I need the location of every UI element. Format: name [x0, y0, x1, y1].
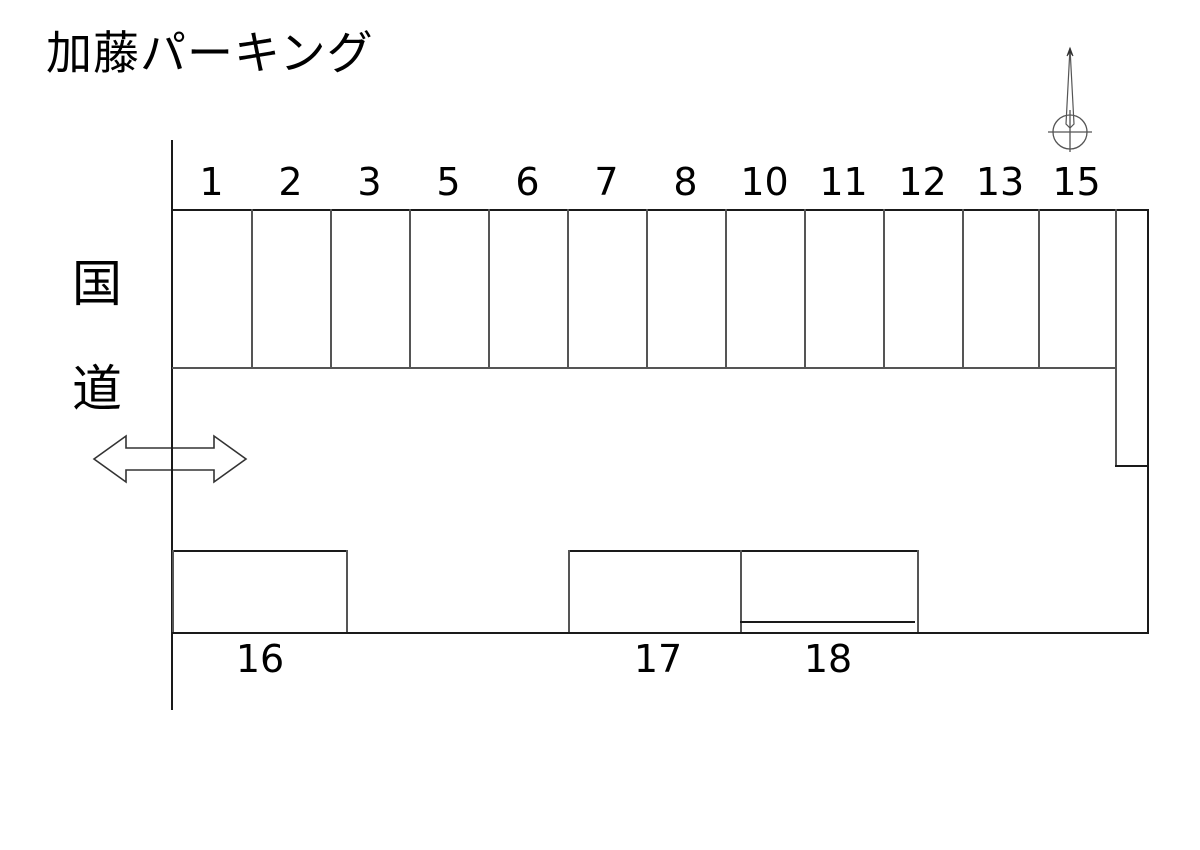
top-stall-divider [725, 209, 727, 369]
stall-number-2: 2 [278, 160, 303, 204]
bottom-stall-right-edge [917, 550, 919, 632]
bottom-stall-left-edge [740, 550, 742, 632]
stall-number-7: 7 [594, 160, 619, 204]
top-stall-divider [646, 209, 648, 369]
stall-number-8: 8 [673, 160, 698, 204]
stall-number-10: 10 [740, 160, 789, 204]
road-label: 国 道 [62, 232, 132, 442]
bottom-stall-top-edge [740, 550, 917, 552]
top-stall-divider [883, 209, 885, 369]
stall-number-17: 17 [633, 637, 683, 681]
bottom-stall-top-edge [172, 550, 346, 552]
bottom-stall-right-edge [346, 550, 348, 632]
road-label-char-1: 国 [72, 255, 122, 313]
stall-number-11: 11 [819, 160, 868, 204]
stall-number-13: 13 [975, 160, 1025, 204]
top-stall-divider [330, 209, 332, 369]
stall-number-5: 5 [436, 160, 461, 204]
stall-number-18: 18 [803, 637, 853, 681]
top-stall-divider [567, 209, 569, 369]
stall-18-inner-line [740, 621, 915, 623]
top-stall-row-top-edge [172, 209, 1149, 211]
north-arrow-icon [1030, 42, 1110, 154]
two-way-arrow-icon [90, 428, 250, 490]
lot-right-boundary [1147, 209, 1149, 634]
bottom-stall-left-edge [568, 550, 570, 632]
lot-bottom-boundary [172, 632, 1149, 634]
page-title: 加藤パーキング [46, 26, 374, 80]
stall-number-1: 1 [199, 160, 224, 204]
top-stall-row-bottom-edge [172, 367, 1116, 369]
stall-number-12: 12 [898, 160, 947, 204]
top-stall-divider [409, 209, 411, 369]
road-boundary-line [171, 140, 173, 710]
top-stall-divider [1038, 209, 1040, 369]
top-stall-divider [804, 209, 806, 369]
top-stall-divider [251, 209, 253, 369]
road-label-char-2: 道 [72, 360, 122, 418]
stall-number-3: 3 [357, 160, 382, 204]
top-stall-divider [488, 209, 490, 369]
bottom-stall-top-edge [568, 550, 740, 552]
top-stall-divider [962, 209, 964, 369]
right-strip-left-edge [1115, 209, 1117, 467]
stall-number-16: 16 [235, 637, 285, 681]
stall-number-15: 15 [1052, 160, 1101, 204]
bottom-stall-left-edge [172, 550, 174, 632]
stall-number-6: 6 [515, 160, 540, 204]
right-strip-bottom-edge [1115, 465, 1149, 467]
